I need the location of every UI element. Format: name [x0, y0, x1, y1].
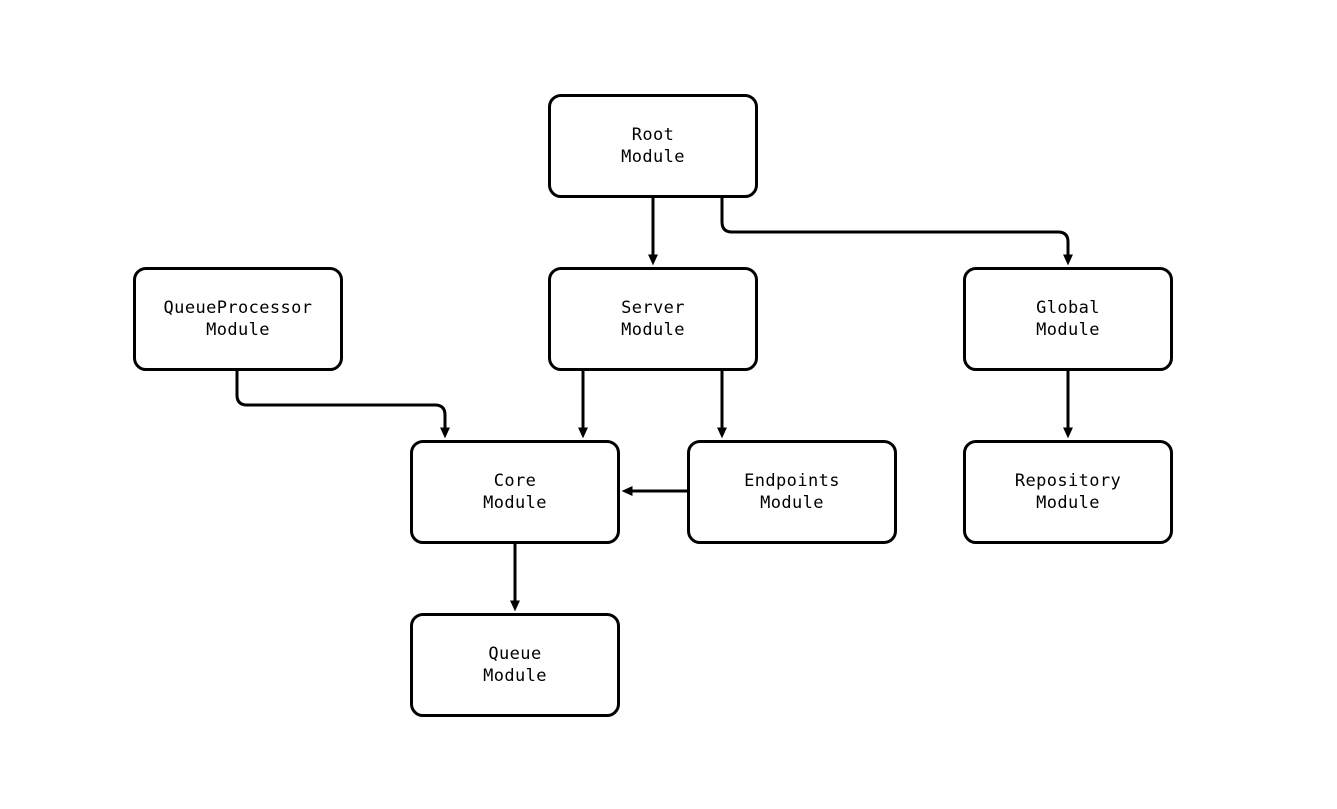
- node-queue-title: Queue: [488, 644, 542, 664]
- node-repository-title: Repository: [1014, 471, 1122, 491]
- node-repository[interactable]: Repository Module: [963, 440, 1173, 544]
- node-queue-subtitle: Module: [483, 666, 547, 686]
- node-repository-subtitle: Module: [1036, 493, 1100, 513]
- node-queue[interactable]: Queue Module: [410, 613, 620, 717]
- node-root[interactable]: Root Module: [548, 94, 758, 198]
- node-global-title: Global: [1036, 298, 1100, 318]
- node-queueprocessor[interactable]: QueueProcessor Module: [133, 267, 343, 371]
- node-core-title: Core: [493, 471, 537, 491]
- node-endpoints-title: Endpoints: [744, 471, 840, 491]
- edge-queueprocessor-to-core: [235, 371, 450, 439]
- node-endpoints[interactable]: Endpoints Module: [687, 440, 897, 544]
- node-endpoints-subtitle: Module: [760, 493, 824, 513]
- node-core[interactable]: Core Module: [410, 440, 620, 544]
- node-queueprocessor-title: QueueProcessor: [163, 298, 313, 318]
- edge-root-to-global: [720, 197, 1073, 266]
- node-root-title: Root: [631, 125, 675, 145]
- node-server[interactable]: Server Module: [548, 267, 758, 371]
- node-global[interactable]: Global Module: [963, 267, 1173, 371]
- node-root-subtitle: Module: [621, 147, 685, 167]
- node-server-title: Server: [621, 298, 685, 318]
- node-core-subtitle: Module: [483, 493, 547, 513]
- node-server-subtitle: Module: [621, 320, 685, 340]
- node-global-subtitle: Module: [1036, 320, 1100, 340]
- node-queueprocessor-subtitle: Module: [206, 320, 270, 340]
